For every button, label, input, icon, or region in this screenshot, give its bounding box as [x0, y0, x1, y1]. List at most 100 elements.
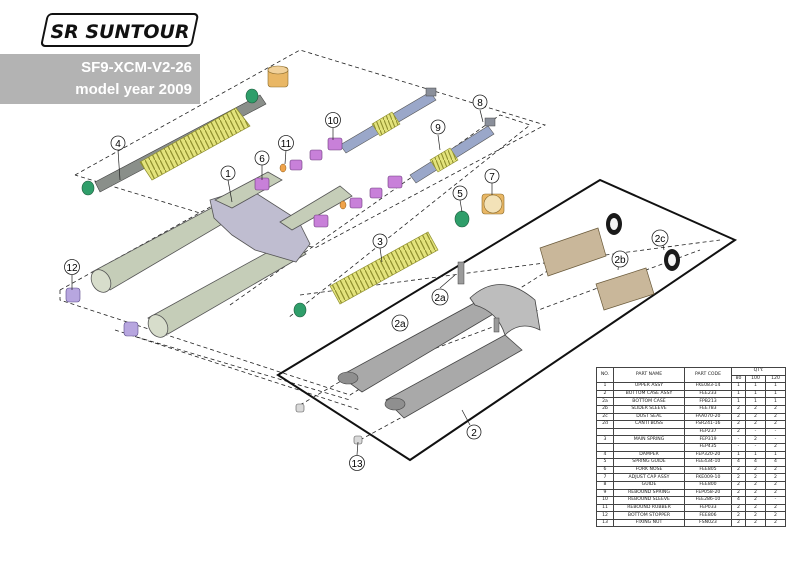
cell-part-code: FEP058-20	[684, 488, 732, 498]
cell-part-name: GUIDE	[613, 480, 685, 490]
callout-10-label: 10	[327, 116, 339, 127]
cell-qty-100: 4	[745, 458, 766, 467]
callout-11: 11	[278, 135, 294, 151]
cell-qty-80: 2	[730, 465, 747, 475]
callout-2a-label: 2a	[394, 319, 406, 330]
cell-part-code: FPB213	[684, 397, 732, 406]
rebound-rubbers	[279, 163, 347, 210]
cell-qty-120: 2	[765, 404, 786, 414]
cell-no: 11	[596, 503, 614, 513]
spring-guide-5	[454, 210, 470, 228]
cell-qty-120: 2	[765, 503, 786, 513]
cell-qty-120: 2	[765, 412, 786, 422]
callout-5-label: 5	[457, 189, 463, 200]
rebound-sleeves	[254, 137, 403, 228]
cell-qty-120: 2	[765, 465, 786, 475]
cell-no: 3	[596, 435, 614, 444]
cell-qty-100: 2	[745, 488, 766, 498]
cell-part-name: BOTTOM CASE ASSY	[613, 389, 685, 399]
model-code: SF9-XCM-V2-26	[81, 59, 192, 76]
cell-part-code: FEP033	[684, 503, 732, 513]
cell-qty-80: 2	[730, 427, 747, 437]
cell-no: 2d	[596, 420, 614, 429]
cell-qty-100: -	[745, 427, 766, 437]
cell-part-name: BOTTOM CASE	[613, 397, 685, 406]
callout-8: 8	[472, 94, 488, 110]
cell-qty-80: 2	[730, 480, 747, 490]
cell-part-code: FKE083-14	[684, 382, 732, 391]
cell-part-name: BOTTOM STOPPER	[613, 511, 685, 520]
model-year: model year 2009	[75, 81, 192, 98]
cell-qty-80: 2	[730, 511, 747, 520]
callout-7: 7	[484, 168, 500, 184]
cell-no: 9	[596, 488, 614, 498]
cell-no: 2a	[596, 397, 614, 406]
callout-12: 12	[64, 259, 80, 275]
cell-no: 2c	[596, 412, 614, 422]
cell-qty-80: 1	[730, 382, 747, 391]
cell-qty-100: 2	[745, 503, 766, 513]
adjust-cap-7	[481, 193, 505, 215]
cell-part-name: CANTI BOSS	[613, 420, 685, 429]
cell-no: 1	[596, 382, 614, 391]
callout-13-label: 13	[351, 459, 363, 470]
callout-2a-top-label: 2a	[434, 293, 446, 304]
cell-qty-120: 2	[765, 420, 786, 429]
parts-table: NO. PART NAME PART CODE QTY. 80 100 120 …	[596, 366, 786, 528]
fixing-nuts	[295, 403, 363, 445]
cell-part-name: ADJUST CAP ASSY	[613, 473, 685, 482]
cell-part-name: REBOUND SLEEVE	[613, 496, 685, 505]
cell-no: 8	[596, 480, 614, 490]
cell-qty-100: 2	[745, 518, 766, 528]
cell-no: 7	[596, 473, 614, 482]
rebound-rod-lower	[409, 117, 496, 184]
cell-qty-80: 4	[730, 496, 747, 505]
table-subheader-row: 80 100 120	[597, 374, 786, 384]
header-part-name: PART NAME	[613, 366, 685, 384]
cell-qty-120: -	[765, 435, 786, 444]
callout-8-label: 8	[477, 98, 483, 109]
cell-qty-120: 2	[765, 442, 786, 452]
header-part-code: PART CODE	[684, 366, 732, 384]
callout-2b: 2b	[611, 250, 629, 268]
callout-9-label: 9	[435, 123, 441, 134]
callout-3-label: 3	[377, 237, 383, 248]
cell-qty-120: 4	[765, 458, 786, 467]
main-spring	[329, 231, 439, 305]
header-qty-80: 80	[730, 374, 747, 384]
cell-qty-120: 1	[765, 450, 786, 460]
steerer-right	[279, 185, 353, 231]
callout-13: 13	[349, 455, 365, 471]
cell-qty-100: 1	[745, 389, 766, 399]
cell-part-name: FIXING NUT	[613, 518, 685, 528]
cell-qty-80: 1	[730, 397, 747, 406]
cell-part-code: FEE286-10	[684, 496, 732, 505]
cell-part-code: FEE434-10	[684, 458, 732, 467]
cell-qty-80: 2	[730, 503, 747, 513]
cell-qty-120: 1	[765, 389, 786, 399]
upper-assy	[90, 171, 353, 338]
callout-7-label: 7	[489, 172, 495, 183]
cell-qty-100: 2	[745, 435, 766, 444]
cell-part-code: FEP320-20	[684, 450, 732, 460]
cell-part-name: FORK NOSE	[613, 465, 685, 475]
cell-part-name: MAIN SPRING	[613, 435, 685, 444]
header-no: NO.	[596, 366, 614, 384]
cell-no	[596, 427, 614, 437]
cell-no: 10	[596, 496, 614, 505]
cell-qty-80: 2	[730, 420, 747, 429]
callout-3: 3	[372, 233, 388, 249]
cell-no: 12	[596, 511, 614, 520]
cell-qty-120: 2	[765, 480, 786, 490]
